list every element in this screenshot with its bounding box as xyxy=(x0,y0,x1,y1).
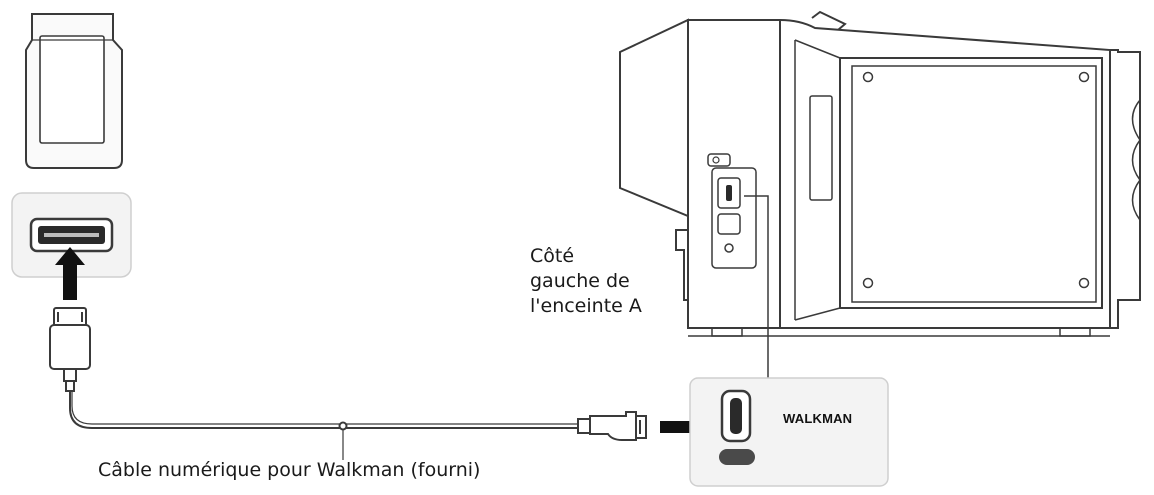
walkman-player-icon xyxy=(25,13,123,169)
speaker-cable-plug xyxy=(577,411,647,441)
digital-cable xyxy=(69,391,578,460)
walkman-cable-plug xyxy=(49,307,91,392)
speaker-side-label-line3: l'enceinte A xyxy=(530,295,642,317)
speaker-walkman-port-closeup-icon xyxy=(689,377,889,487)
arrow-up-icon xyxy=(55,247,85,300)
speaker-side-view-icon xyxy=(619,10,1141,378)
speaker-side-label: Côté gauche de l'enceinte A xyxy=(530,244,642,319)
cable-label: Câble numérique pour Walkman (fourni) xyxy=(98,459,481,481)
speaker-side-label-line2: gauche de xyxy=(530,270,630,292)
speaker-side-label-line1: Côté xyxy=(530,245,575,267)
walkman-port-label: WALKMAN xyxy=(783,411,853,426)
